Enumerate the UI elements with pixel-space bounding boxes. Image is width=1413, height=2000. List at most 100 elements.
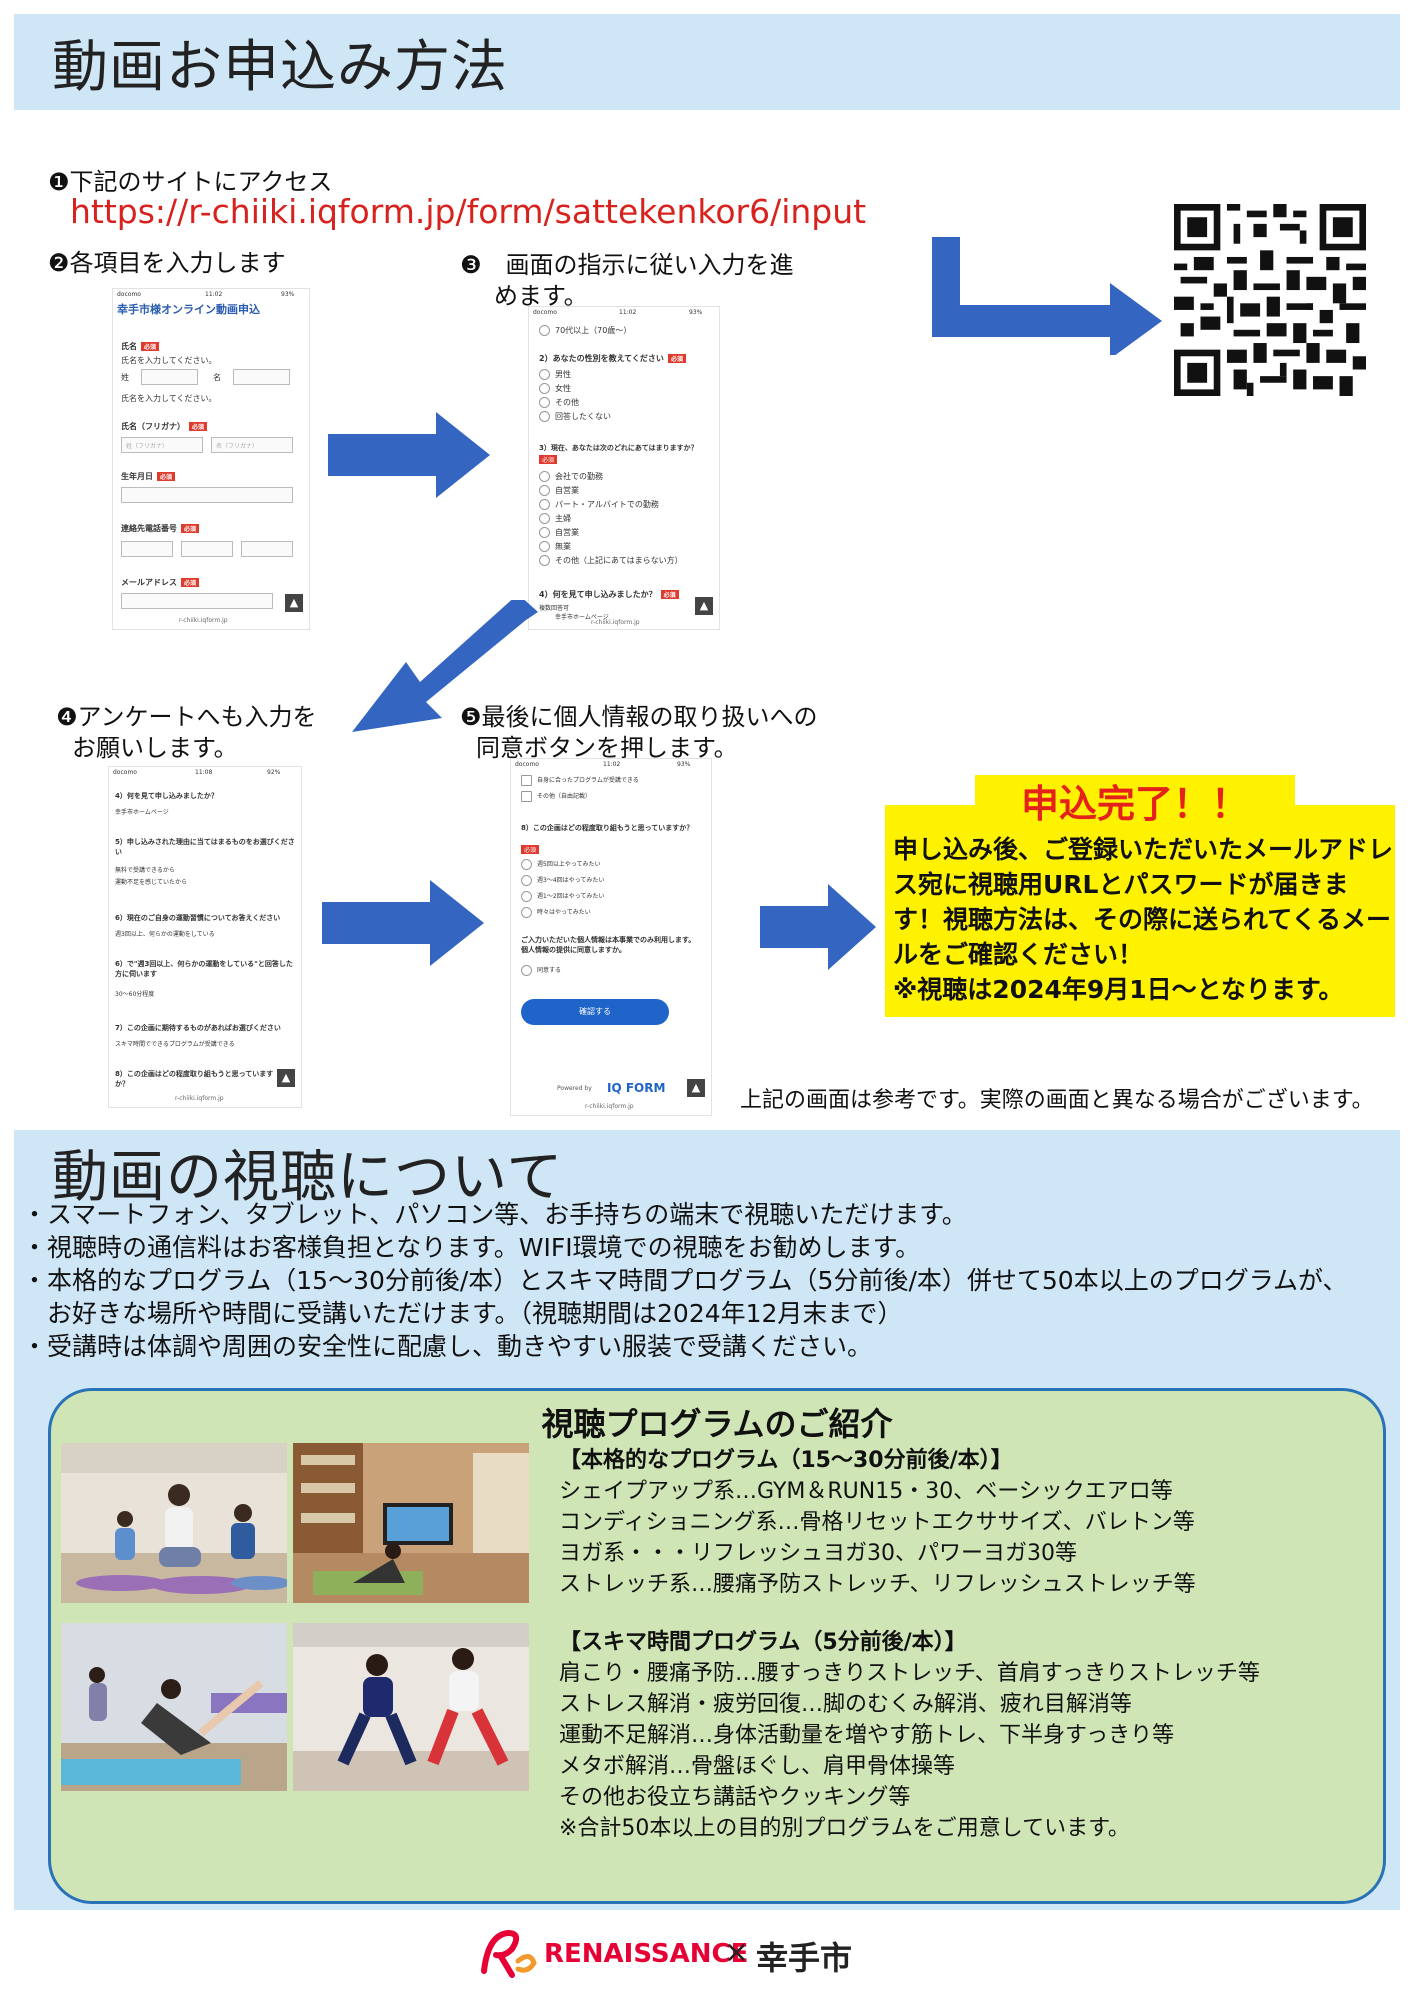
step4-label-line2: お願いします。 bbox=[72, 734, 238, 762]
scroll-up-icon[interactable]: ▲ bbox=[277, 1069, 295, 1087]
arrow-to-qr-icon bbox=[932, 237, 1162, 355]
note-item: ・スマートフォン、タブレット、パソコン等、お手持ちの端末で視聴いただけます。 bbox=[22, 1200, 967, 1229]
arrow-right-icon bbox=[328, 412, 490, 498]
label-phone: 連絡先電話番号必須 bbox=[121, 523, 200, 534]
program-item: シェイプアップ系…GYM＆RUN15・30、ベーシックエアロ等 bbox=[559, 1479, 1173, 1504]
note-item: ・受講時は体調や周囲の安全性に配慮し、動きやすい服装で受講ください。 bbox=[22, 1332, 873, 1361]
option-a: 自身に合ったプログラムが受講できる bbox=[537, 777, 639, 784]
input-phone-1[interactable] bbox=[121, 541, 173, 557]
note-item: ・視聴時の通信料はお客様負担となります。WIFI環境での視聴をお勧めします。 bbox=[22, 1233, 921, 1262]
question-7: 7）この企画に期待するものがあればお選びください bbox=[115, 1024, 281, 1032]
option-q3: 自営業 bbox=[555, 528, 579, 537]
note-item: ・本格的なプログラム（15～30分前後/本）とスキマ時間プログラム（5分前後/本… bbox=[22, 1266, 1348, 1295]
option-q2: 男性 bbox=[555, 370, 571, 379]
arrow-right-icon bbox=[760, 884, 876, 970]
checkbox-opt-a[interactable] bbox=[521, 775, 532, 786]
input-mail[interactable] bbox=[121, 593, 273, 609]
url-footer: r-chiiki.iqform.jp bbox=[179, 617, 228, 624]
status-battery: 93% bbox=[677, 761, 691, 768]
confirm-button[interactable]: 確認する bbox=[521, 999, 669, 1025]
scroll-up-icon[interactable]: ▲ bbox=[687, 1079, 705, 1097]
option-q2: その他 bbox=[555, 398, 579, 407]
short-program-heading: 【スキマ時間プログラム（5分前後/本）】 bbox=[559, 1630, 967, 1655]
completion-note: ※視聴は2024年9月1日～となります。 bbox=[893, 975, 1344, 1004]
cross-symbol: × bbox=[724, 1935, 750, 1970]
input-kana-sei[interactable]: 姓（フリガナ） bbox=[121, 437, 203, 453]
viewing-notes: ・スマートフォン、タブレット、パソコン等、お手持ちの端末で視聴いただけます。 ・… bbox=[22, 1198, 1347, 1363]
radio-q3-0[interactable] bbox=[539, 471, 550, 482]
footer: RENAISSANCE × 幸手市 bbox=[0, 1925, 1413, 1985]
radio-q8-3[interactable] bbox=[521, 907, 532, 918]
status-time: 11:02 bbox=[205, 291, 223, 298]
radio-q8-0[interactable] bbox=[521, 859, 532, 870]
answer-5b: 運動不足を感じていたから bbox=[115, 879, 188, 886]
label-name: 氏名必須 bbox=[121, 341, 160, 352]
status-time: 11:02 bbox=[603, 761, 621, 768]
arrow-right-icon bbox=[322, 880, 484, 966]
option-q8: 週3～4回はやってみたい bbox=[537, 877, 605, 884]
label-mail: メールアドレス必須 bbox=[121, 577, 200, 588]
question-6b: 6）で"週3回以上、何らかの運動をしている"と回答した方に伺います bbox=[115, 960, 293, 978]
step4-label-line1: ❹アンケートへも入力を bbox=[56, 703, 317, 731]
step3-label-line1: ❸ 画面の指示に従い入力を進 bbox=[460, 251, 794, 279]
status-time: 11:02 bbox=[619, 309, 637, 316]
radio-q8-1[interactable] bbox=[521, 875, 532, 886]
phone-screen-consent: docomo 11:02 93% 自身に合ったプログラムが受講できる その他（自… bbox=[510, 758, 712, 1116]
radio-q2-3[interactable] bbox=[539, 411, 550, 422]
status-time: 11:08 bbox=[195, 769, 213, 776]
radio-q3-6[interactable] bbox=[539, 555, 550, 566]
radio-age[interactable] bbox=[539, 325, 550, 336]
scroll-up-icon[interactable]: ▲ bbox=[695, 597, 713, 615]
qr-code-icon[interactable] bbox=[1172, 204, 1368, 396]
radio-q3-3[interactable] bbox=[539, 513, 550, 524]
radio-q2-1[interactable] bbox=[539, 383, 550, 394]
question-3: 3）現在、あなたは次のどれにあてはまりますか？ bbox=[539, 444, 698, 452]
checkbox-opt-b[interactable] bbox=[521, 791, 532, 802]
pilates-class-photo bbox=[61, 1623, 287, 1791]
radio-q3-4[interactable] bbox=[539, 527, 550, 538]
answer-7: スキマ時間でできるプログラムが受講できる bbox=[115, 1041, 235, 1048]
url-footer: r-chiiki.iqform.jp bbox=[585, 1103, 634, 1110]
agree-label: 同意する bbox=[537, 967, 562, 974]
scroll-up-icon[interactable]: ▲ bbox=[285, 594, 303, 612]
option-q4: 幸手市ホームページ bbox=[555, 614, 609, 621]
url-footer: r-chiiki.iqform.jp bbox=[175, 1095, 224, 1102]
main-program-list: 【本格的なプログラム（15～30分前後/本）】 シェイプアップ系…GYM＆RUN… bbox=[559, 1445, 1196, 1600]
form-url-link[interactable]: https://r-chiiki.iqform.jp/form/satteken… bbox=[70, 192, 867, 231]
option-q3: 自営業 bbox=[555, 486, 579, 495]
renaissance-logo-icon bbox=[481, 1929, 537, 1978]
radio-agree[interactable] bbox=[521, 965, 532, 976]
question-6: 6）現在のご自身の運動習慣についてお答えください bbox=[115, 914, 281, 922]
step5-label-line1: ❺最後に個人情報の取り扱いへの bbox=[460, 703, 818, 731]
option-q3: その他（上記にあてはまらない方） bbox=[555, 556, 683, 565]
powered-by: Powered by bbox=[557, 1085, 592, 1092]
input-mei[interactable] bbox=[233, 369, 290, 385]
radio-q2-2[interactable] bbox=[539, 397, 550, 408]
input-kana-mei[interactable]: 名（フリガナ） bbox=[211, 437, 293, 453]
question-8: 8）この企画はどの程度取り組もうと思っていますか？ bbox=[521, 824, 694, 832]
program-item: その他お役立ち講話やクッキング等 bbox=[559, 1785, 911, 1810]
radio-q8-2[interactable] bbox=[521, 891, 532, 902]
completion-message: 申し込み後、ご登録いただいたメールアドレス宛に視聴用URLとパスワードが届きます… bbox=[893, 835, 1394, 969]
radio-q3-1[interactable] bbox=[539, 485, 550, 496]
phone-screen-questionnaire: docomo 11:08 92% 4）何を見て申し込みましたか？ 幸手市ホームペ… bbox=[108, 766, 302, 1108]
answer-6: 週3回以上、何らかの運動をしている bbox=[115, 931, 215, 938]
status-carrier: docomo bbox=[533, 309, 557, 316]
input-sei[interactable] bbox=[141, 369, 198, 385]
option-q3: 会社での勤務 bbox=[555, 472, 603, 481]
radio-q3-5[interactable] bbox=[539, 541, 550, 552]
input-phone-3[interactable] bbox=[241, 541, 293, 557]
radio-q3-2[interactable] bbox=[539, 499, 550, 510]
program-title: 視聴プログラムのご紹介 bbox=[541, 1405, 893, 1443]
input-phone-2[interactable] bbox=[181, 541, 233, 557]
completion-box bbox=[885, 805, 1395, 1017]
input-birth[interactable] bbox=[121, 487, 293, 503]
radio-q2-0[interactable] bbox=[539, 369, 550, 380]
completion-title: 申込完了！！ bbox=[975, 775, 1295, 833]
program-item: ストレス解消・疲労回復…脚のむくみ解消、疲れ目解消等 bbox=[559, 1692, 1132, 1717]
step2-label: ❷各項目を入力します bbox=[48, 249, 286, 277]
step3-label-line2: めます。 bbox=[494, 282, 588, 310]
answer-4: 幸手市ホームページ bbox=[115, 809, 169, 816]
consent-text: ご入力いただいた個人情報は本事業でのみ利用します。個人情報の提供に同意しますか。 bbox=[521, 936, 696, 954]
option-q8: 週5回以上やってみたい bbox=[537, 861, 601, 868]
